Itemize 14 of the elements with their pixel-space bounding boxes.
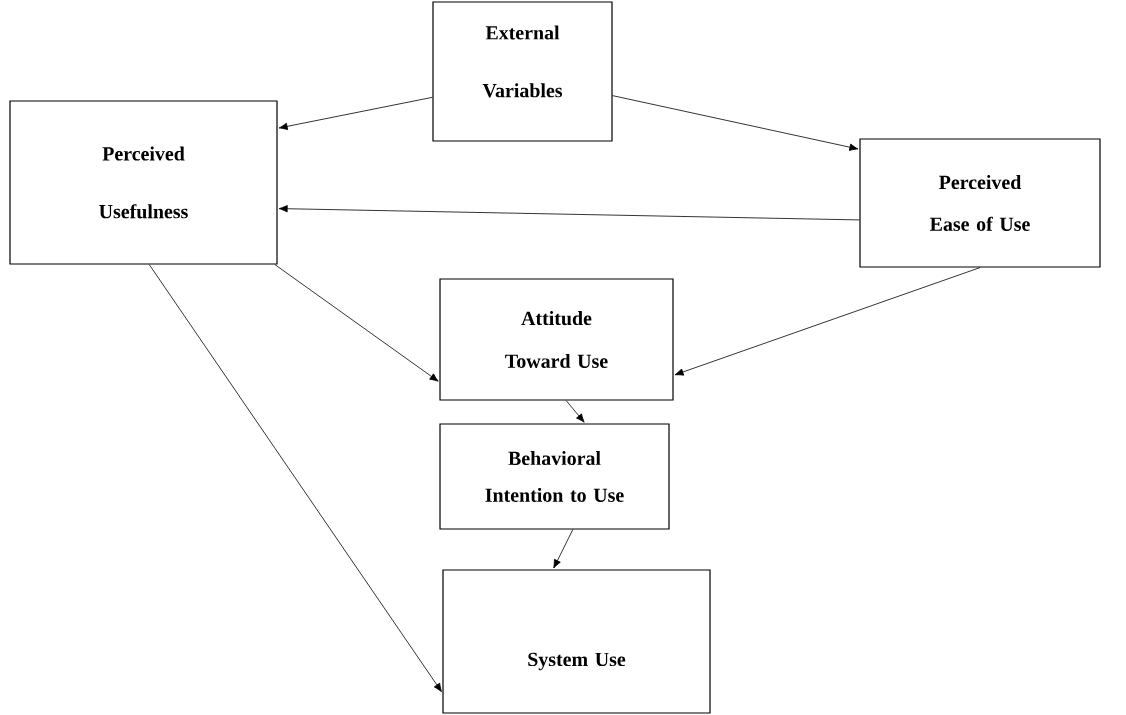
arrow <box>612 95 859 151</box>
arrow <box>274 264 439 382</box>
concept-box: Perceived Usefulness <box>9 100 278 265</box>
concept-box: External Variables <box>432 1 613 142</box>
arrow <box>278 205 860 221</box>
concept-box: Attitude Toward Use <box>439 278 674 401</box>
arrow <box>565 400 585 423</box>
arrow <box>674 267 981 376</box>
concept-box: Perceived Ease of Use <box>859 138 1101 268</box>
concept-box: Behavioral Intention to Use <box>439 423 670 530</box>
arrow <box>148 264 442 693</box>
concept-box: System Use <box>442 569 711 714</box>
arrow <box>553 529 574 569</box>
arrow <box>278 96 433 131</box>
